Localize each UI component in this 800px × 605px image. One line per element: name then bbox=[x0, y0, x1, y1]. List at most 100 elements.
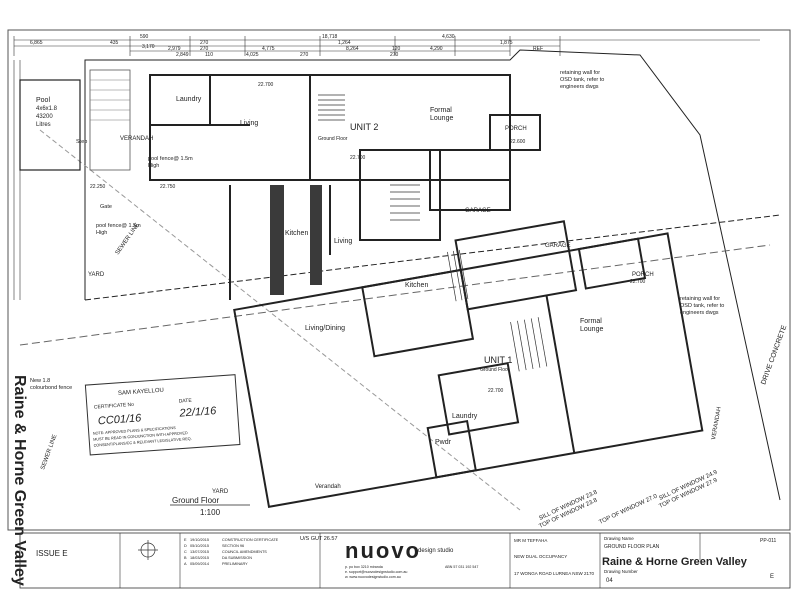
rev-date: 05/09/2014 bbox=[190, 562, 209, 566]
note: pool fence@ 1.5m bbox=[148, 156, 193, 162]
dim-text: 590 bbox=[140, 34, 149, 40]
plan-notes: retaining wall for OSD tank, refer to en… bbox=[30, 70, 724, 542]
dim-text: 270 bbox=[300, 52, 309, 58]
stamp-date: 22/1/16 bbox=[178, 405, 217, 420]
level: 22.700 bbox=[258, 82, 274, 88]
room-label: VERANDAH bbox=[120, 136, 153, 142]
contact-line: e. support@nuovodesignstudio.com.au bbox=[345, 570, 407, 574]
room-label: Kitchen bbox=[285, 230, 308, 237]
unit-label: UNIT 1 bbox=[484, 355, 512, 365]
watermark-title-block: Raine & Horne Green Valley bbox=[602, 556, 748, 568]
pool-size: 4x6x1.8 bbox=[36, 106, 58, 112]
kitchen-bench bbox=[270, 185, 284, 295]
note: U/S GUT 26.57 bbox=[300, 536, 338, 542]
room-label: YARD bbox=[88, 272, 105, 278]
stamp-title: CERTIFICATE No bbox=[94, 402, 135, 411]
drawing-number-label: Drawing Number bbox=[604, 569, 638, 574]
room-label: Verandah bbox=[315, 484, 341, 490]
room-label: GARAGE bbox=[545, 243, 571, 249]
note: Gate bbox=[100, 204, 112, 210]
dim-text: 4,290 bbox=[430, 46, 443, 52]
room-label: Lounge bbox=[430, 115, 453, 122]
drawing-scale: 1:100 bbox=[200, 508, 221, 517]
rev: C bbox=[184, 550, 187, 554]
note: New 1.8 bbox=[30, 378, 50, 384]
dim-text: 270 bbox=[390, 52, 399, 58]
pool-unit: Litres bbox=[36, 122, 51, 128]
room-label: Laundry bbox=[176, 96, 202, 103]
note: High bbox=[148, 163, 159, 169]
client: MR M TEFFAHA bbox=[514, 538, 547, 543]
level: 22.250 bbox=[90, 184, 106, 190]
rev-date: 05/10/2015 bbox=[190, 544, 209, 548]
title-block: ISSUE E E 19/10/2015 CONSTRUCTION CERTIF… bbox=[19, 532, 791, 589]
note: retaining wall for bbox=[680, 296, 720, 302]
project: NEW DUAL OCCUPANCY bbox=[514, 554, 567, 559]
dim-text: REF bbox=[533, 46, 543, 52]
note: pool fence@ 1.5m bbox=[96, 223, 141, 229]
dim-text: 435 bbox=[110, 40, 119, 46]
dim-text: 1,875 bbox=[500, 40, 513, 46]
drawing-title-text: Ground Floor bbox=[172, 496, 219, 505]
level: 22.750 bbox=[160, 184, 176, 190]
dim-text: 2,979 bbox=[168, 46, 181, 52]
dim-text: 110 bbox=[205, 52, 213, 58]
dim-text: 4,630 bbox=[442, 34, 455, 40]
note: retaining wall for bbox=[560, 70, 600, 76]
room-label: Ground Floor bbox=[480, 367, 510, 373]
room-label: Pwdr bbox=[435, 439, 452, 446]
level: 22.700 bbox=[350, 155, 366, 161]
rev: A bbox=[184, 562, 187, 566]
dim-text: 3,170 bbox=[142, 44, 155, 50]
revision-list: E 19/10/2015 CONSTRUCTION CERTIFICATE D … bbox=[184, 538, 279, 566]
dim-text: 18,718 bbox=[322, 34, 338, 40]
rev-desc: SECTION 96 bbox=[222, 544, 244, 548]
drawing-name-label: Drawing Name bbox=[604, 536, 634, 541]
room-label: Living bbox=[334, 238, 352, 245]
pool-label: Pool bbox=[36, 97, 50, 104]
stamp-line: CONSENT/PLANS/CC & RELEVANT LEGISLATIVE … bbox=[93, 437, 191, 448]
logo-sub: design studio bbox=[418, 548, 454, 554]
abn: ABN 57 031 192 547 bbox=[445, 565, 478, 569]
rev: B bbox=[184, 556, 187, 560]
drawing-number: 04 bbox=[606, 578, 613, 584]
stairs-unit-2 bbox=[318, 94, 420, 221]
room-label: Living bbox=[240, 120, 258, 127]
contact-line: w. www.nuovodesignstudio.com.au bbox=[345, 575, 401, 579]
contact-line: p. po box 3210 miranda bbox=[345, 565, 383, 569]
issue-label: ISSUE E bbox=[36, 549, 68, 558]
room-label: PORCH bbox=[505, 126, 527, 132]
dim-text: 1,264 bbox=[338, 40, 351, 46]
unit-2-walls bbox=[149, 74, 541, 300]
drawing-name: GROUND FLOOR PLAN bbox=[604, 544, 660, 550]
logo: nuovo bbox=[345, 538, 421, 563]
dim-text: 2,849 bbox=[176, 52, 189, 58]
note: OSD tank, refer to bbox=[680, 303, 724, 309]
dimension-text: 6,865 435 18,718 590 4,630 2,979 270 4,7… bbox=[30, 34, 543, 58]
dim-text: 270 bbox=[200, 40, 209, 46]
note: colourbond fence bbox=[30, 385, 72, 391]
room-label: Ground Floor bbox=[318, 136, 348, 142]
drawing-border bbox=[7, 29, 791, 531]
stamp-number: CC01/16 bbox=[98, 412, 143, 427]
level: 22.600 bbox=[510, 139, 526, 145]
rev: D bbox=[184, 544, 187, 548]
dim-text: 4,025 bbox=[246, 52, 259, 58]
dim-text: 270 bbox=[200, 46, 209, 52]
room-label: Lounge bbox=[580, 326, 603, 333]
rev-date: 18/03/2015 bbox=[190, 556, 209, 560]
rev-code: E bbox=[770, 574, 774, 580]
rev-date: 13/07/2015 bbox=[190, 550, 209, 554]
stamp-date-label: DATE bbox=[179, 398, 193, 405]
address: 17 WONGA ROAD LURNEA NSW 2170 bbox=[514, 571, 595, 576]
rev-desc: DA SUBMISSION bbox=[222, 556, 252, 560]
pool bbox=[19, 69, 131, 171]
room-label: Laundry bbox=[452, 413, 478, 420]
drawing-title: Ground Floor 1:100 bbox=[170, 496, 250, 517]
note: engineers dwgs bbox=[560, 84, 599, 90]
pool-volume: 43200 bbox=[36, 114, 53, 120]
dim-text: 120 bbox=[392, 46, 401, 52]
note: engineers dwgs bbox=[680, 310, 719, 316]
